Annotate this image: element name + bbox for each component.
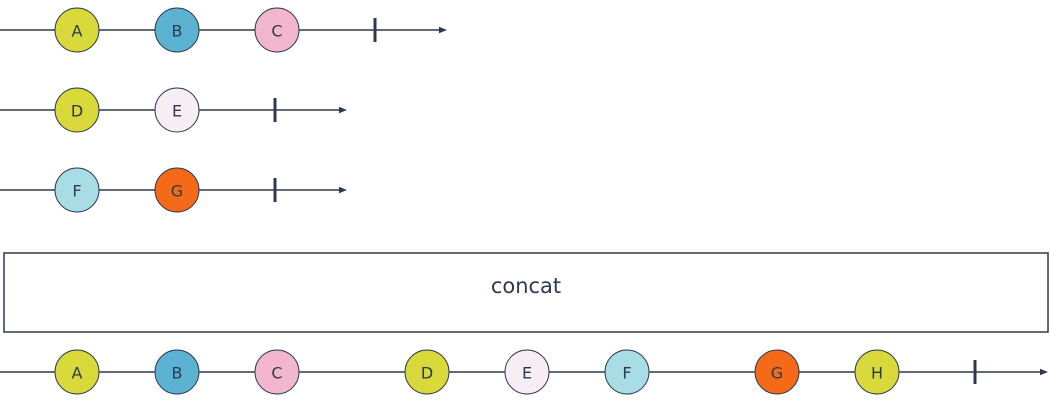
marble-label: H [871,364,883,383]
arrow-head-icon [439,26,447,34]
marble-label: B [172,364,183,383]
input-timeline-1: A B C [0,7,447,53]
marble-circle [154,87,200,133]
marble-circle [54,7,100,53]
marble-label: F [622,364,631,383]
marble-circle [504,349,550,395]
marble-d: D [54,87,100,133]
marble-g: G [754,349,800,395]
marble-circle [854,349,900,395]
marble-circle [404,349,450,395]
marble-b: B [154,349,200,395]
marble-f: F [54,167,100,213]
marble-d: D [404,349,450,395]
marble-circle [154,167,200,213]
marble-a: A [54,349,100,395]
marble-e: E [504,349,550,395]
marble-circle [54,349,100,395]
marble-a: A [54,7,100,53]
operator-label: concat [491,274,561,298]
marble-g: G [154,167,200,213]
marble-circle [154,7,200,53]
marble-f: F [604,349,650,395]
marble-circle [54,87,100,133]
marble-label: G [171,182,183,201]
operator-box: concat [3,252,1049,333]
marble-e: E [154,87,200,133]
marble-label: C [271,22,282,41]
marble-label: E [522,364,532,383]
arrow-head-icon [339,106,347,114]
arrow-head-icon [1040,368,1048,376]
marble-label: D [71,102,83,121]
marble-circle [604,349,650,395]
marble-circle [154,349,200,395]
marble-label: B [172,22,183,41]
marble-circle [254,349,300,395]
output-timeline: A B C D E F G H [0,349,1048,395]
operator-box-frame [3,252,1049,333]
marble-label: A [72,22,83,41]
marble-c: C [254,7,300,53]
marble-circle [754,349,800,395]
marble-label: C [271,364,282,383]
marble-h: H [854,349,900,395]
marble-label: E [172,102,182,121]
marble-label: G [771,364,783,383]
marble-label: F [72,182,81,201]
marble-circle [54,167,100,213]
marble-circle [254,7,300,53]
marble-label: D [421,364,433,383]
arrow-head-icon [339,186,347,194]
marble-b: B [154,7,200,53]
marble-label: A [72,364,83,383]
marble-c: C [254,349,300,395]
